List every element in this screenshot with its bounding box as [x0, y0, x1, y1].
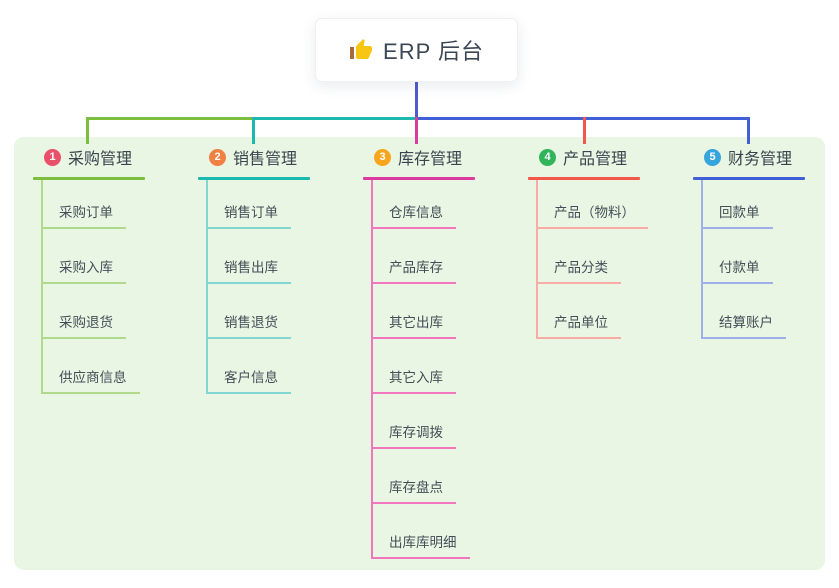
child-label: 销售订单 [208, 201, 291, 229]
child-label: 库存调拨 [373, 421, 456, 449]
branch-number-badge: 5 [704, 148, 721, 166]
branch-underline [363, 177, 475, 180]
root-node[interactable]: ERP 后台 [315, 18, 518, 82]
branch-title[interactable]: 3 库存管理 [363, 137, 525, 177]
branch-children: 仓库信息产品库存其它出库其它入库库存调拨库存盘点出库库明细 [371, 180, 470, 559]
branch-children: 回款单付款单结算账户 [701, 180, 786, 339]
child-label: 产品单位 [538, 311, 621, 339]
branch-children: 销售订单销售出库销售退货客户信息 [206, 180, 291, 394]
branch-number-badge: 3 [374, 148, 391, 166]
child-node[interactable]: 产品分类 [538, 229, 648, 284]
branch-underline [528, 177, 640, 180]
branch-title[interactable]: 5 财务管理 [693, 137, 839, 177]
child-node[interactable]: 供应商信息 [43, 339, 140, 394]
child-label: 客户信息 [208, 366, 291, 394]
child-label: 产品库存 [373, 256, 456, 284]
thumbs-up-icon [350, 39, 373, 59]
child-node[interactable]: 产品库存 [373, 229, 470, 284]
branch-column: 3 库存管理 仓库信息产品库存其它出库其它入库库存调拨库存盘点出库库明细 [363, 137, 525, 559]
child-node[interactable]: 库存调拨 [373, 394, 470, 449]
branch-drop-line [583, 117, 586, 144]
child-label: 产品（物料） [538, 201, 648, 229]
child-node[interactable]: 产品（物料） [538, 180, 648, 229]
child-node[interactable]: 回款单 [703, 180, 786, 229]
child-node[interactable]: 客户信息 [208, 339, 291, 394]
branch-drop-line [747, 117, 750, 144]
branch-underline [693, 177, 805, 180]
branch-column: 5 财务管理 回款单付款单结算账户 [693, 137, 839, 339]
branch-drop-line [415, 117, 418, 144]
child-label: 采购入库 [43, 256, 126, 284]
branch-title-label: 销售管理 [233, 151, 298, 168]
child-node[interactable]: 采购退货 [43, 284, 140, 339]
child-label: 回款单 [703, 201, 773, 229]
branch-number-badge: 2 [209, 148, 226, 166]
branch-title[interactable]: 1 采购管理 [33, 137, 195, 177]
child-label: 其它出库 [373, 311, 456, 339]
branch-title-label: 采购管理 [68, 151, 133, 168]
branches-panel [14, 137, 825, 570]
branch-number-badge: 1 [44, 148, 61, 166]
child-label: 供应商信息 [43, 366, 140, 394]
trunk-segment [86, 117, 253, 120]
child-node[interactable]: 其它入库 [373, 339, 470, 394]
child-node[interactable]: 仓库信息 [373, 180, 470, 229]
child-label: 结算账户 [703, 311, 786, 339]
branch-children: 采购订单采购入库采购退货供应商信息 [41, 180, 140, 394]
child-label: 出库库明细 [373, 531, 470, 559]
child-label: 销售退货 [208, 311, 291, 339]
child-node[interactable]: 销售退货 [208, 284, 291, 339]
child-node[interactable]: 出库库明细 [373, 504, 470, 559]
branch-column: 2 销售管理 销售订单销售出库销售退货客户信息 [198, 137, 360, 394]
branch-drop-line [252, 117, 255, 144]
child-node[interactable]: 产品单位 [538, 284, 648, 339]
child-label: 仓库信息 [373, 201, 456, 229]
child-label: 采购退货 [43, 311, 126, 339]
root-connector-line [415, 82, 418, 118]
branch-title-label: 库存管理 [398, 151, 463, 168]
child-node[interactable]: 库存盘点 [373, 449, 470, 504]
root-label: ERP 后台 [383, 39, 484, 64]
child-node[interactable]: 结算账户 [703, 284, 786, 339]
branch-title-label: 产品管理 [563, 151, 628, 168]
child-label: 付款单 [703, 256, 773, 284]
child-label: 其它入库 [373, 366, 456, 394]
branch-title[interactable]: 4 产品管理 [528, 137, 690, 177]
trunk-segment [253, 117, 417, 120]
branch-column: 4 产品管理 产品（物料） 产品分类产品单位 [528, 137, 690, 339]
branch-title-label: 财务管理 [728, 151, 793, 168]
child-label: 采购订单 [43, 201, 126, 229]
child-label: 产品分类 [538, 256, 621, 284]
branch-number-badge: 4 [539, 148, 556, 166]
child-node[interactable]: 销售出库 [208, 229, 291, 284]
branch-column: 1 采购管理 采购订单采购入库采购退货供应商信息 [33, 137, 195, 394]
child-node[interactable]: 采购入库 [43, 229, 140, 284]
branch-underline [198, 177, 310, 180]
branch-underline [33, 177, 145, 180]
child-label: 库存盘点 [373, 476, 456, 504]
child-node[interactable]: 销售订单 [208, 180, 291, 229]
child-node[interactable]: 付款单 [703, 229, 786, 284]
child-node[interactable]: 其它出库 [373, 284, 470, 339]
branch-drop-line [86, 117, 89, 144]
branch-children: 产品（物料） 产品分类产品单位 [536, 180, 648, 339]
branch-title[interactable]: 2 销售管理 [198, 137, 360, 177]
child-label: 销售出库 [208, 256, 291, 284]
child-node[interactable]: 采购订单 [43, 180, 140, 229]
